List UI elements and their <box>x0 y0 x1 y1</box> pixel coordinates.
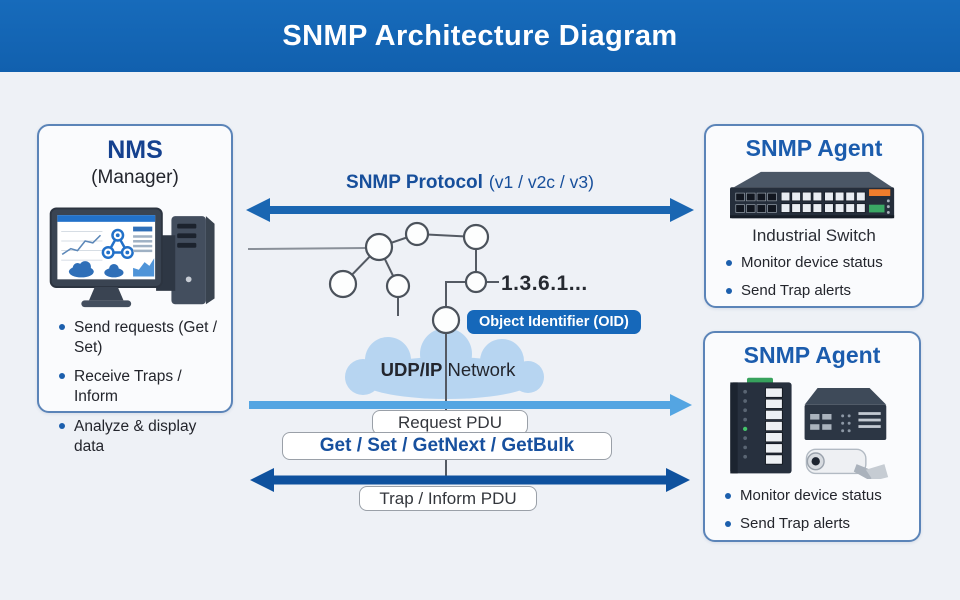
list-item: Send Trap alerts <box>725 515 909 534</box>
nms-bullet-list: Send requests (Get / Set) Receive Traps … <box>39 318 231 457</box>
bullet-dot <box>59 324 65 330</box>
snmp-protocol-arrow <box>246 198 694 222</box>
trap-arrow <box>250 468 690 492</box>
cloud-label: UDP/IP Network <box>352 359 544 381</box>
trap-pdu-box: Trap / Inform PDU <box>359 486 537 511</box>
bullet-text: Send Trap alerts <box>740 514 851 532</box>
bullet-dot <box>726 287 732 294</box>
agent-top-box: SNMP Agent Industrial Switch <box>704 124 924 308</box>
nms-box-title: NMS <box>107 136 163 164</box>
protocol-label-bold: SNMP Protocol <box>346 172 483 193</box>
nms-box: NMS (Manager) <box>37 124 233 455</box>
request-arrow <box>249 394 692 416</box>
cloud-label-bold: UDP/IP <box>380 359 443 380</box>
agent-top-bullet-list: Monitor device status Send Trap alerts <box>706 254 922 301</box>
nms-box-subtitle: (Manager) <box>91 167 179 188</box>
agent-top-device-label: Industrial Switch <box>752 226 876 245</box>
bullet-dot <box>726 260 732 266</box>
bullet-text: Send Trap alerts <box>741 281 852 299</box>
agent-top-title: SNMP Agent <box>745 135 883 161</box>
industrial-switch-illustration <box>730 171 895 219</box>
mib-tree-diagram <box>247 221 499 477</box>
list-item: Send requests (Get / Set) <box>59 318 221 358</box>
title-bar: SNMP Architecture Diagram <box>0 0 960 72</box>
list-item: Monitor device status <box>725 487 909 506</box>
list-item: Send Trap alerts <box>726 282 912 301</box>
oid-value: 1.3.6.1... <box>501 272 588 295</box>
request-pdu-box: Request PDU <box>372 410 528 435</box>
bullet-text: Send requests (Get / Set) <box>74 319 218 357</box>
bullet-text: Receive Traps / Inform <box>74 368 182 406</box>
page-title: SNMP Architecture Diagram <box>282 19 678 52</box>
bullet-dot <box>725 493 731 499</box>
bullet-dot <box>59 422 65 429</box>
list-item: Monitor device status <box>726 254 912 273</box>
list-item: Analyze & display data <box>59 417 221 457</box>
bullet-text: Monitor device status <box>740 487 882 504</box>
protocol-versions: (v1 / v2c / v3) <box>488 172 594 192</box>
nms-computer-illustration <box>49 207 215 308</box>
oid-badge: Object Identifier (OID) <box>467 310 641 334</box>
operations-box: Get / Set / GetNext / GetBulk <box>282 432 612 460</box>
bullet-dot <box>59 373 65 380</box>
cloud-label-regular: Network <box>447 359 516 380</box>
network-devices-illustration <box>730 377 889 479</box>
bullet-text: Analyze & display data <box>74 417 197 455</box>
list-item: Receive Traps / Inform <box>59 367 221 407</box>
agent-bottom-bullet-list: Monitor device status Send Trap alerts <box>705 487 919 534</box>
agent-bottom-box: SNMP Agent <box>703 331 921 542</box>
bullet-dot <box>725 520 731 527</box>
agent-bottom-title: SNMP Agent <box>743 342 881 368</box>
bullet-text: Monitor device status <box>741 254 883 271</box>
protocol-label: SNMP Protocol(v1 / v2c / v3) <box>248 172 692 194</box>
